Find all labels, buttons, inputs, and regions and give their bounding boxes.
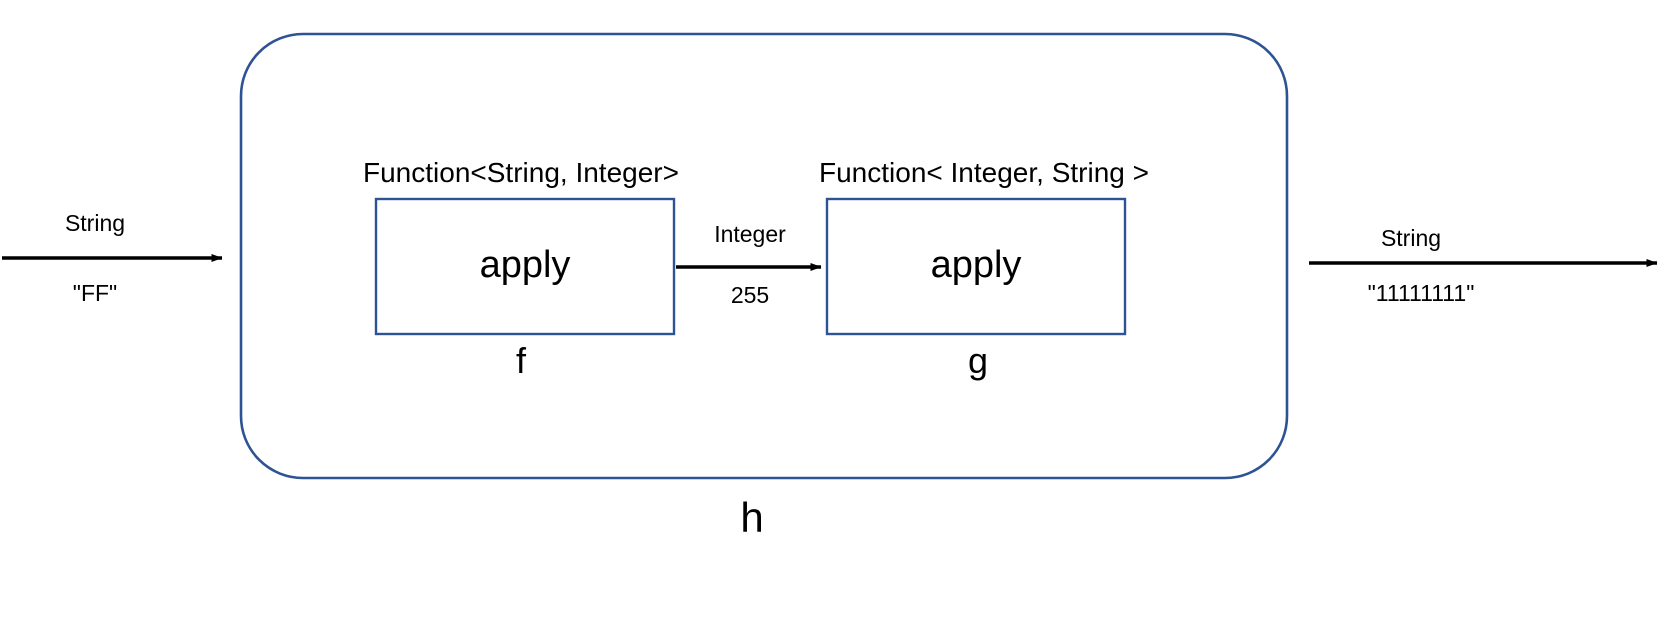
input-arrow-type-label: String xyxy=(64,210,126,236)
function-f-name-label: f xyxy=(515,340,527,381)
function-f-method-label: apply xyxy=(479,244,571,286)
middle-arrow-type-label: Integer xyxy=(714,221,786,247)
function-g-name-label: g xyxy=(967,340,989,381)
function-g-signature: Function< Integer, String > xyxy=(819,157,1149,188)
output-arrow-value-label: "11111111" xyxy=(1367,280,1475,306)
function-g-box xyxy=(825,197,1127,336)
function-g-method-label: apply xyxy=(930,244,1022,286)
input-arrow-value-label: "FF" xyxy=(72,280,118,306)
function-f-signature: Function<String, Integer> xyxy=(363,157,679,188)
output-arrow-type-label: String xyxy=(1380,225,1442,251)
middle-arrow-value-label: 255 xyxy=(730,282,770,308)
composed-function-name-label: h xyxy=(740,494,764,541)
function-f-box xyxy=(374,197,676,336)
composed-function-container xyxy=(239,32,1289,480)
